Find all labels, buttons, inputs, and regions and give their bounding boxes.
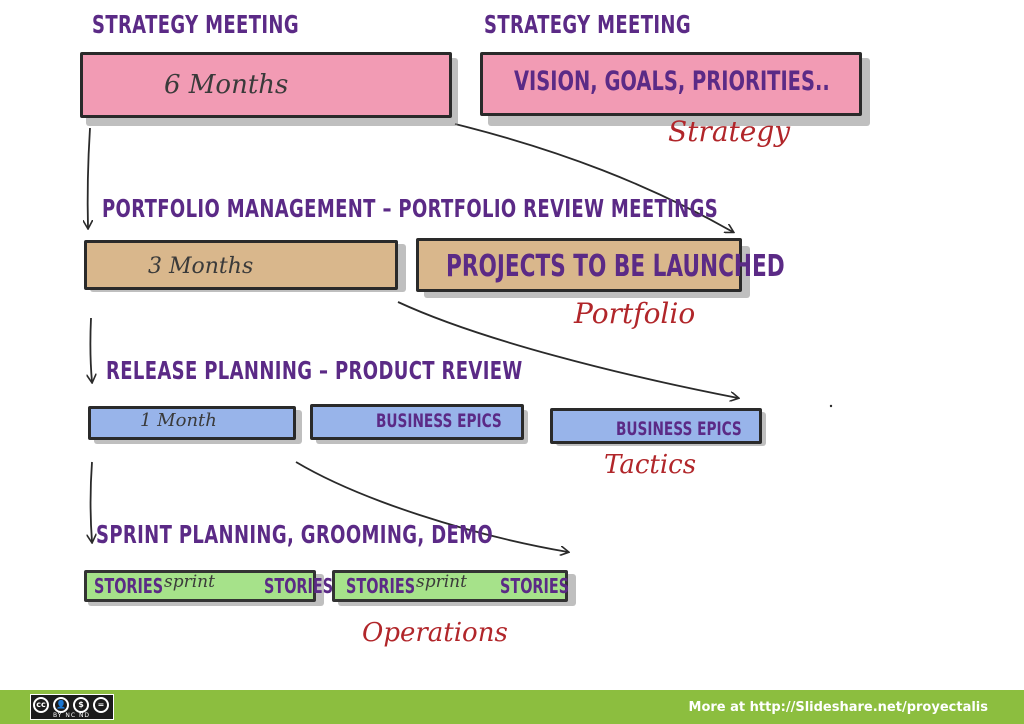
arrow-portfolio-to-tactics bbox=[90, 317, 92, 382]
more-link[interactable]: More at http://Slideshare.net/proyectali… bbox=[688, 700, 988, 715]
strategy-content-box bbox=[480, 52, 862, 116]
strategy-content: VISION, GOALS, PRIORITIES.. bbox=[514, 66, 830, 97]
strategy-heading-right: STRATEGY MEETING bbox=[484, 10, 691, 39]
portfolio-heading: PORTFOLIO MANAGEMENT – PORTFOLIO REVIEW … bbox=[102, 194, 719, 223]
tactics-epics-a: BUSINESS EPICS bbox=[376, 410, 502, 432]
tactics-duration-box bbox=[88, 406, 296, 440]
operations-heading: SPRINT PLANNING, GROOMING, DEMO bbox=[96, 520, 494, 549]
sprint-box-b bbox=[332, 570, 568, 602]
nd-icon: = bbox=[93, 697, 109, 713]
arrow-portfolio-to-epics bbox=[397, 301, 738, 398]
arrow-tactics-to-sprint bbox=[295, 461, 568, 552]
sprint-a-stories-left: STORIES bbox=[94, 574, 164, 598]
by-icon: 👤 bbox=[53, 697, 69, 713]
portfolio-content: PROJECTS TO BE LAUNCHED bbox=[446, 249, 785, 284]
strategy-duration-box bbox=[80, 52, 452, 118]
portfolio-duration: 3 Months bbox=[148, 254, 254, 279]
tactics-label: Tactics bbox=[604, 450, 697, 480]
portfolio-duration-box bbox=[84, 240, 398, 290]
sprint-a-label: sprint bbox=[164, 572, 215, 592]
sprint-b-label: sprint bbox=[416, 572, 467, 592]
nc-icon: $ bbox=[73, 697, 89, 713]
strategy-duration: 6 Months bbox=[164, 70, 289, 100]
strategy-label: Strategy bbox=[668, 115, 791, 148]
sprint-b-stories-right: STORIES bbox=[500, 574, 570, 598]
tactics-epics-box-a bbox=[310, 404, 524, 440]
license-text: BY NC ND bbox=[53, 712, 91, 719]
operations-label: Operations bbox=[362, 618, 508, 648]
strategy-heading-left: STRATEGY MEETING bbox=[92, 10, 299, 39]
portfolio-content-box bbox=[416, 238, 742, 292]
tactics-epics-box-b bbox=[550, 408, 762, 444]
arrow-tactics-to-operations bbox=[91, 461, 93, 542]
tactics-heading: RELEASE PLANNING – PRODUCT REVIEW bbox=[106, 356, 523, 385]
sprint-a-stories-right: STORIES bbox=[264, 574, 334, 598]
arrow-strategy-to-portfolio bbox=[88, 127, 90, 228]
arrow-strategy-to-projects bbox=[454, 123, 733, 232]
tactics-epics-b: BUSINESS EPICS bbox=[616, 418, 742, 440]
footer-bar bbox=[0, 690, 1024, 724]
cc-license-badge[interactable]: cc 👤 $ = BY NC ND bbox=[30, 694, 114, 720]
sprint-box-a bbox=[84, 570, 316, 602]
connector-arrows bbox=[0, 123, 833, 690]
cc-icon: cc bbox=[33, 697, 49, 713]
tactics-duration: 1 Month bbox=[140, 410, 217, 431]
sprint-b-stories-left: STORIES bbox=[346, 574, 416, 598]
portfolio-label: Portfolio bbox=[574, 297, 696, 330]
